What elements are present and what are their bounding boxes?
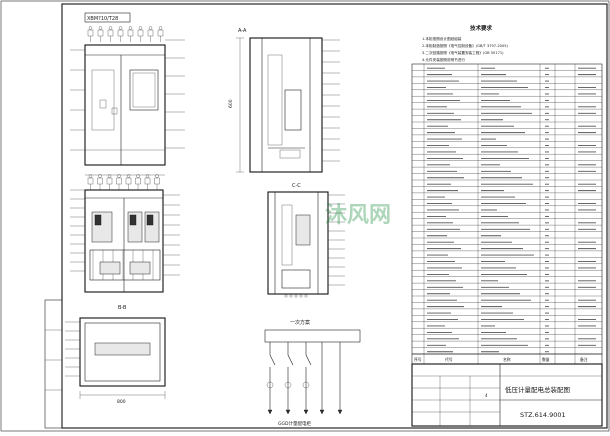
bom-col-qty: 数量 (542, 357, 550, 362)
svg-text:沐风网: 沐风网 (325, 203, 391, 228)
bom-header: 序号 代号 名称 数量 备注 (411, 353, 603, 365)
single-line-diagram: 一次方案 GGD计量配电柜 (264, 319, 361, 427)
bom-col-no: 序号 (414, 357, 422, 362)
front-view: XBM?10/T28 (70, 12, 185, 176)
bom-col-note: 备注 (580, 357, 588, 362)
drawing-frame (61, 3, 608, 429)
drawing-name: 低压计量配电总装配图 (505, 385, 570, 394)
side-view-cc: C-C (267, 183, 345, 298)
tech-req-3: 3.二次回路按照《电气装置安装工程》(GB 50171) (422, 50, 504, 55)
drawing-number: STZ.614.9001 (520, 411, 566, 419)
height-dimension: 600 (228, 99, 234, 108)
title-block: 低压计量配电总装配图 STZ.614.9001 4 (411, 363, 603, 427)
sheet-number: 4 (485, 393, 488, 398)
side-view-aa: A-A 600 (228, 28, 340, 173)
view-bb-label: B-B (118, 305, 127, 311)
revision-strip (44, 299, 63, 429)
tech-req-title: 技术要求 (470, 24, 493, 32)
bom-col-name: 名称 (503, 357, 511, 362)
view-aa-label: A-A (238, 28, 247, 34)
view-cc-label: C-C (292, 183, 301, 189)
tech-req-4: 4.元件安装按照说明书进行 (422, 57, 465, 62)
tech-req-1: 1.本柜按照设计图纸组装 (422, 36, 462, 41)
circuit-title: 一次方案 (290, 319, 310, 326)
circuit-caption: GGD计量配电柜 (278, 420, 311, 427)
technical-requirements: 技术要求 1.本柜按照设计图纸组装 2.本柜制造按照《电气控制设备》(GB/T … (422, 24, 509, 62)
watermark: 沐风网 (325, 203, 391, 228)
tech-req-2: 2.本柜制造按照《电气控制设备》(GB/T 3797-2005) (422, 43, 509, 48)
bom-col-code: 代号 (445, 357, 453, 362)
ref-label: XBM?10/T28 (87, 16, 118, 22)
top-view-bb: B-B 800 (65, 305, 166, 405)
internal-front-view (70, 174, 180, 293)
width-dimension: 800 (117, 399, 126, 405)
bill-of-materials (411, 63, 603, 355)
